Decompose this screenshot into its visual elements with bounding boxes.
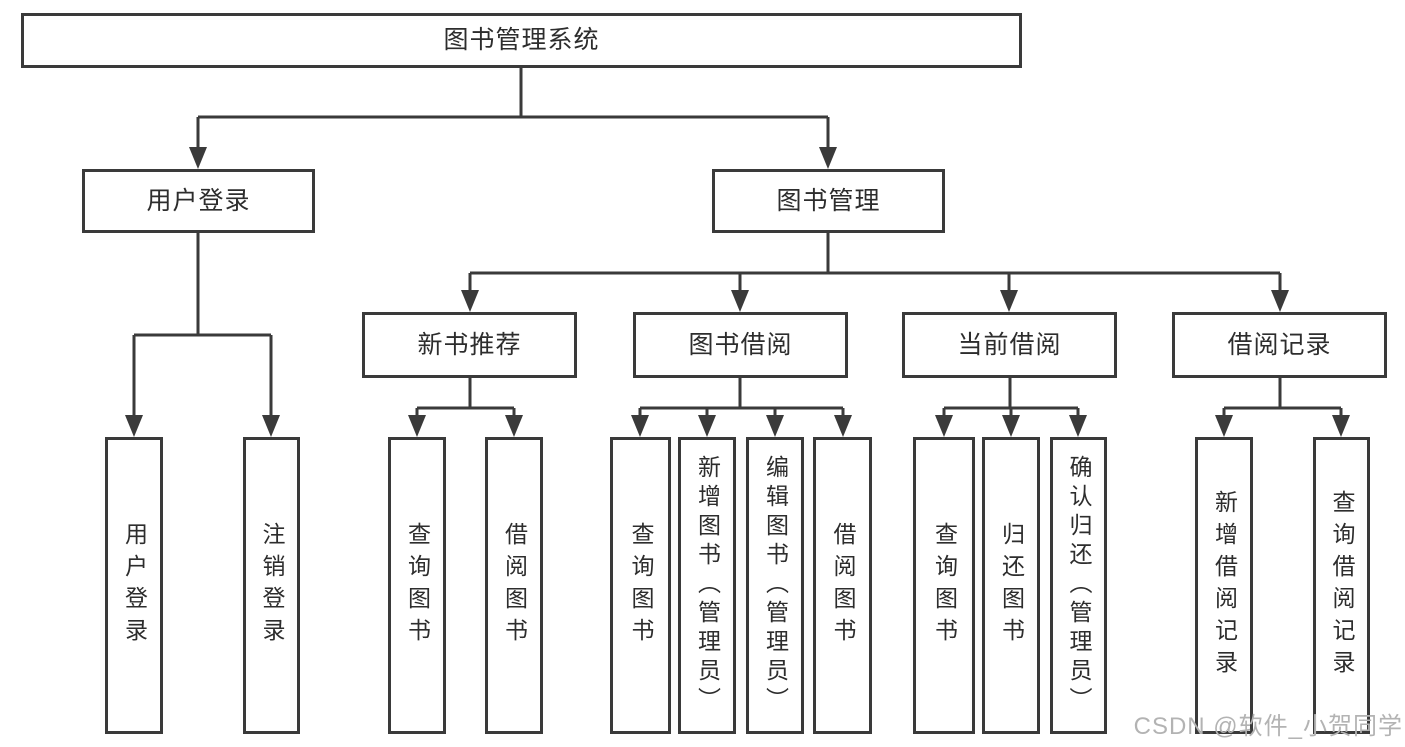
node-leaf-query-books-borrow: 查询图书: [610, 437, 671, 734]
node-library-system: 图书管理系统: [21, 13, 1022, 68]
node-leaf-confirm-return-admin: 确认归还（管理员）: [1050, 437, 1107, 734]
node-leaf-edit-books-admin: 编辑图书（管理员）: [746, 437, 804, 734]
tree-edges: [132, 68, 1343, 417]
node-leaf-query-borrow-record: 查询借阅记录: [1313, 437, 1370, 734]
node-leaf-add-books-admin: 新增图书（管理员）: [678, 437, 736, 734]
node-new-book-recommendation: 新书推荐: [362, 312, 577, 378]
watermark-text: CSDN @软件_小贺同学: [1133, 713, 1403, 740]
node-book-borrowing: 图书借阅: [633, 312, 848, 378]
node-current-borrowing: 当前借阅: [902, 312, 1117, 378]
node-leaf-borrow-books: 借阅图书: [813, 437, 872, 734]
node-leaf-query-books-current: 查询图书: [913, 437, 975, 734]
node-leaf-borrow-books-recommend: 借阅图书: [485, 437, 543, 734]
node-leaf-add-borrow-record: 新增借阅记录: [1195, 437, 1253, 734]
node-book-management: 图书管理: [712, 169, 945, 233]
node-leaf-user-login: 用户登录: [105, 437, 163, 734]
arrowhead-icons: [125, 147, 1350, 437]
node-leaf-logout: 注销登录: [243, 437, 300, 734]
node-leaf-query-books-recommend: 查询图书: [388, 437, 446, 734]
node-leaf-return-books: 归还图书: [982, 437, 1040, 734]
node-user-login: 用户登录: [82, 169, 315, 233]
node-borrowing-records: 借阅记录: [1172, 312, 1387, 378]
